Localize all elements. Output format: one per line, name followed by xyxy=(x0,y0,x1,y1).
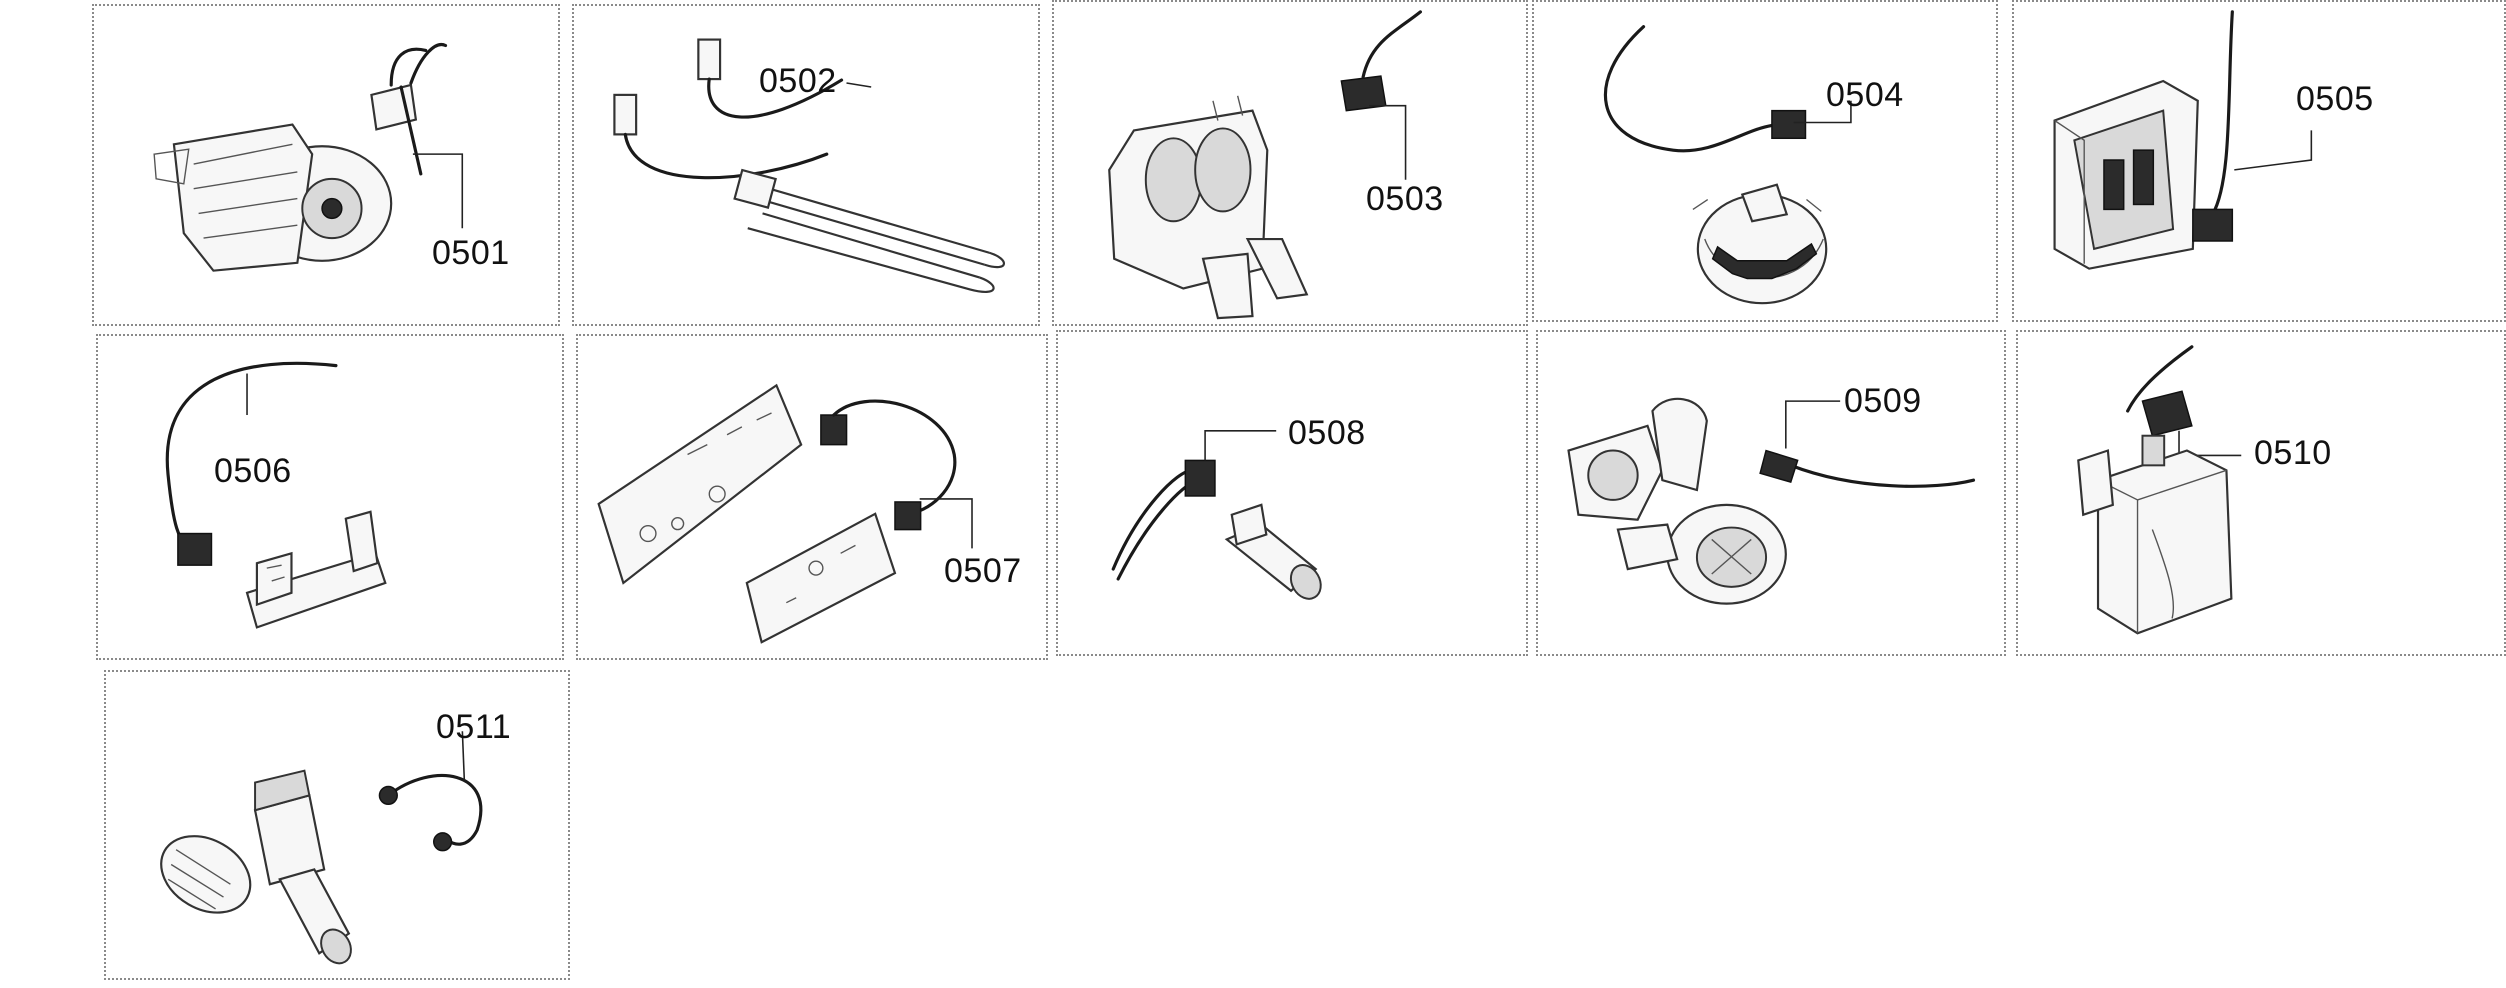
part-number-0509: 0509 xyxy=(1844,382,1922,420)
part-cell-0507[interactable]: 0507 xyxy=(576,334,1048,660)
part-cell-0511[interactable]: 0511 xyxy=(104,670,570,980)
part-number-0502: 0502 xyxy=(759,62,837,100)
part-cell-0501[interactable]: 0501 xyxy=(92,4,560,326)
part-cell-0508[interactable]: 0508 xyxy=(1056,330,1528,656)
part-number-0511: 0511 xyxy=(436,708,512,746)
inlet-valve-illustration xyxy=(160,731,483,965)
part-cell-0509[interactable]: 0509 xyxy=(1536,330,2006,656)
temperature-sensor-illustration xyxy=(1111,429,1322,600)
part-cell-0503[interactable]: 0503 xyxy=(1052,0,1528,326)
part-cell-0505[interactable]: 0505 xyxy=(2012,0,2506,322)
drain-pump-illustration xyxy=(1567,397,1976,605)
part-number-0504: 0504 xyxy=(1826,76,1904,114)
motor-illustration xyxy=(153,43,464,272)
door-lock-illustration xyxy=(165,361,387,629)
part-cell-0510[interactable]: 0510 xyxy=(2016,330,2506,656)
electronic-board-illustration xyxy=(597,383,973,644)
heater-element-illustration xyxy=(613,38,1005,294)
part-number-0506: 0506 xyxy=(214,452,292,490)
filter-capacitor-illustration xyxy=(2077,345,2242,635)
part-number-0501: 0501 xyxy=(432,234,510,272)
part-cell-0506[interactable]: 0506 xyxy=(96,334,564,660)
part-number-0507: 0507 xyxy=(944,552,1022,590)
part-number-0508: 0508 xyxy=(1288,414,1366,452)
water-valve-illustration xyxy=(1108,10,1422,320)
part-cell-0504[interactable]: 0504 xyxy=(1532,0,1998,322)
part-number-0503: 0503 xyxy=(1366,180,1444,218)
part-number-0510: 0510 xyxy=(2254,434,2332,472)
control-module-illustration xyxy=(2053,10,2313,270)
pressure-switch-illustration xyxy=(1604,25,1852,305)
part-cell-0502[interactable]: 0502 xyxy=(572,4,1040,326)
part-number-0505: 0505 xyxy=(2296,80,2374,118)
